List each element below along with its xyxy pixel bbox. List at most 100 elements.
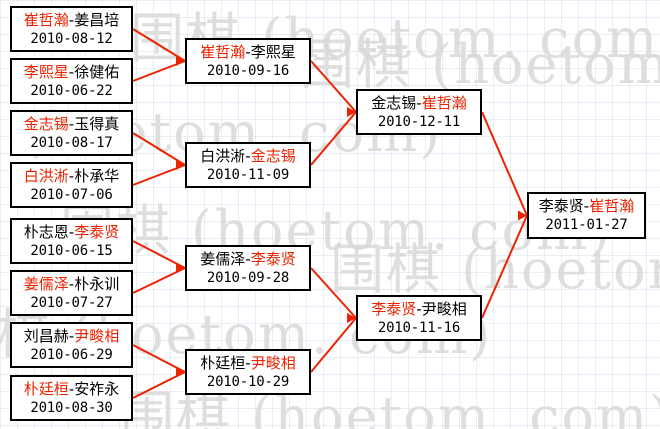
match-date: 2010-06-22 (30, 83, 113, 99)
match-players: 刘昌赫-尹畯相 (12, 327, 131, 346)
match-date: 2011-01-27 (545, 217, 628, 233)
connector-line (132, 267, 186, 294)
player-loser: 李熙星 (250, 43, 296, 61)
connector-line (310, 317, 357, 373)
player-loser: 尹畯相 (421, 300, 467, 318)
player-winner: 尹畯相 (74, 327, 120, 345)
match-players: 崔哲瀚-姜昌培 (12, 11, 131, 30)
match-date: 2010-06-29 (30, 347, 113, 363)
player-separator: - (68, 167, 75, 185)
player-separator: - (68, 11, 75, 29)
match-date: 2010-08-30 (30, 400, 113, 416)
match-date: 2010-11-16 (377, 320, 461, 336)
player-separator: - (68, 327, 75, 345)
connector-line (481, 215, 528, 319)
connector-arrowhead (176, 160, 185, 170)
player-loser: 徐健佑 (74, 63, 120, 81)
connector-line (132, 344, 186, 373)
player-separator: - (245, 147, 251, 165)
match-players: 白洪淅-朴承华 (12, 167, 131, 186)
match-date: 2010-07-27 (30, 295, 113, 311)
player-winner: 白洪淅 (23, 167, 69, 185)
connector-arrowhead (347, 313, 356, 323)
player-separator: - (245, 43, 251, 61)
match-date: 2010-10-29 (206, 374, 290, 390)
player-separator: - (68, 380, 75, 398)
player-winner: 李熙星 (23, 63, 69, 81)
match-date: 2010-08-17 (30, 135, 113, 151)
connector-arrowhead (518, 210, 527, 221)
player-winner: 崔哲瀚 (421, 94, 467, 112)
player-winner: 崔哲瀚 (200, 43, 246, 61)
player-winner: 李泰贤 (250, 250, 296, 268)
connector-arrowhead (176, 367, 185, 377)
player-loser: 朴永训 (74, 275, 120, 293)
connector-line (310, 267, 357, 319)
player-separator: - (68, 115, 75, 133)
connector-arrowhead (176, 56, 185, 66)
match-players: 朴志恩-李泰贤 (12, 223, 131, 242)
player-winner: 金志锡 (23, 115, 69, 133)
match-players: 姜儒泽-朴永训 (12, 275, 131, 294)
connector-line (481, 111, 528, 216)
player-loser: 姜昌培 (74, 11, 120, 29)
match-date: 2010-11-09 (206, 167, 290, 183)
player-loser: 朴承华 (74, 167, 120, 185)
connector-line (310, 111, 357, 166)
player-loser: 李泰贤 (538, 197, 584, 215)
match-players: 朴廷桓-尹畯相 (187, 354, 309, 373)
player-loser: 金志锡 (371, 94, 417, 112)
match-date: 2010-06-15 (30, 243, 113, 259)
watermark-text: 围棋 (hoetom. com) (300, 33, 660, 96)
player-separator: - (245, 250, 251, 268)
connector-line (310, 60, 357, 113)
player-winner: 李泰贤 (371, 300, 417, 318)
player-loser: 姜儒泽 (200, 250, 246, 268)
connector-line (132, 132, 186, 166)
connector-arrowhead (176, 263, 185, 273)
player-winner: 李泰贤 (74, 223, 120, 241)
connector-line (132, 371, 186, 399)
player-winner: 尹畯相 (250, 354, 296, 372)
match-players: 姜儒泽-李泰贤 (187, 250, 309, 269)
player-separator: - (68, 275, 75, 293)
player-loser: 白洪淅 (200, 147, 246, 165)
player-winner: 崔哲瀚 (589, 197, 635, 215)
match-players: 李泰贤-崔哲瀚 (529, 197, 644, 216)
player-separator: - (416, 300, 422, 318)
match-players: 金志锡-崔哲瀚 (358, 94, 480, 113)
player-loser: 玉得真 (74, 115, 120, 133)
player-separator: - (68, 223, 75, 241)
player-winner: 姜儒泽 (23, 275, 69, 293)
match-date: 2010-12-11 (377, 114, 461, 130)
player-loser: 朴廷桓 (200, 354, 246, 372)
match-date: 2010-07-06 (30, 187, 113, 203)
match-players: 金志锡-玉得真 (12, 115, 131, 134)
player-separator: - (245, 354, 251, 372)
player-loser: 朴志恩 (23, 223, 69, 241)
player-loser: 安祚永 (74, 380, 120, 398)
match-date: 2010-09-28 (206, 270, 290, 286)
player-loser: 刘昌赫 (23, 327, 69, 345)
match-players: 朴廷桓-安祚永 (12, 380, 131, 399)
player-separator: - (416, 94, 422, 112)
match-players: 李泰贤-尹畯相 (358, 300, 480, 319)
player-separator: - (68, 63, 75, 81)
match-players: 李熙星-徐健佑 (12, 63, 131, 82)
